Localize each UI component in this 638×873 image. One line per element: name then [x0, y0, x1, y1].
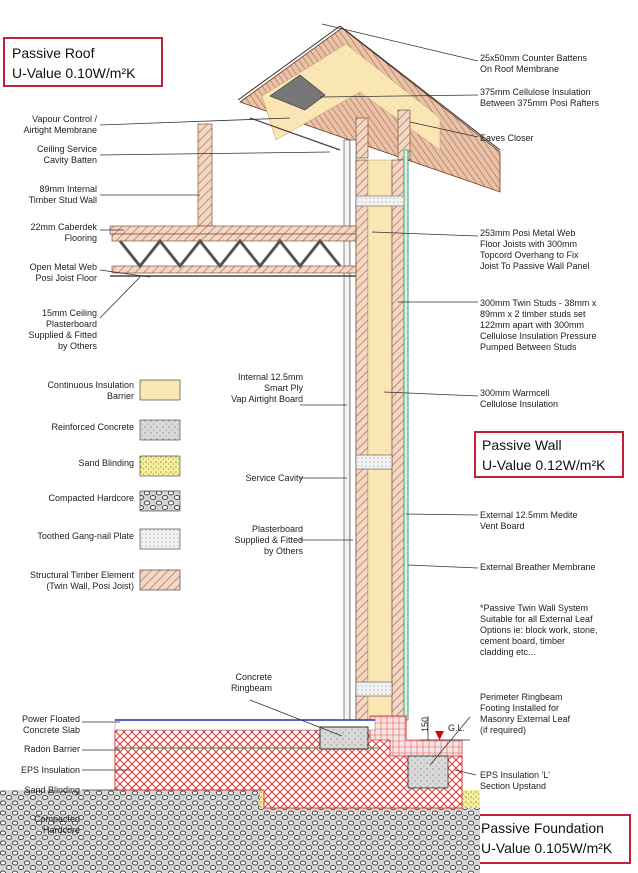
- foundation-title-box: Passive Foundation U-Value 0.105W/m²K: [473, 814, 631, 864]
- label-radon: Radon Barrier: [24, 744, 80, 754]
- label-eps-l-section: EPS Insulation 'L'Section Upstand: [480, 770, 550, 791]
- roof-title: Passive Roof: [12, 45, 95, 61]
- legend-swatch-concrete: [139, 419, 181, 441]
- legend-swatch-gang-nail: [139, 528, 181, 550]
- legend-swatch-sand: [139, 455, 181, 477]
- foundation-assembly: [0, 715, 480, 873]
- legend-swatch-timber: [139, 569, 181, 591]
- foundation-u-value: U-Value 0.105W/m²K: [481, 840, 613, 856]
- label-breather: External Breather Membrane: [480, 562, 596, 572]
- annotation-labels: Vapour Control /Airtight MembraneCeiling…: [21, 53, 600, 835]
- wall-title-box: Passive Wall U-Value 0.12W/m²K: [474, 431, 624, 478]
- label-service-cavity: Service Cavity: [245, 473, 303, 483]
- label-reinforced-concrete: Reinforced Concrete: [51, 422, 134, 432]
- wall-u-value: U-Value 0.12W/m²K: [482, 457, 606, 473]
- foundation-title: Passive Foundation: [481, 820, 604, 836]
- label-structural-timber: Structural Timber Element(Twin Wall, Pos…: [30, 570, 135, 591]
- internal-stud-wall-and-floor: [109, 123, 357, 277]
- label-gang-nail: Toothed Gang-nail Plate: [37, 531, 134, 541]
- ground-level-label: G.L.: [448, 723, 465, 733]
- label-vapour: Vapour Control /Airtight Membrane: [23, 114, 97, 135]
- roof-title-box: Passive Roof U-Value 0.10W/m²K: [3, 37, 163, 87]
- label-sand: Sand Blinding: [24, 785, 80, 795]
- ground-level-marker-icon: [435, 731, 444, 740]
- upstand-dimension: 150: [420, 717, 430, 732]
- label-eaves-closer: Eaves Closer: [480, 133, 534, 143]
- twin-wall: [343, 139, 409, 721]
- legend-swatch-insulation: [139, 379, 181, 401]
- legend-swatch-hardcore: [139, 490, 181, 512]
- label-eps: EPS Insulation: [21, 765, 80, 775]
- label-compacted-hardcore: Compacted Hardcore: [48, 493, 134, 503]
- roof-u-value: U-Value 0.10W/m²K: [12, 65, 136, 81]
- label-sand-blinding: Sand Blinding: [78, 458, 134, 468]
- leader-lines: [82, 23, 479, 791]
- legend-swatches: [139, 379, 181, 591]
- wall-title: Passive Wall: [482, 437, 562, 453]
